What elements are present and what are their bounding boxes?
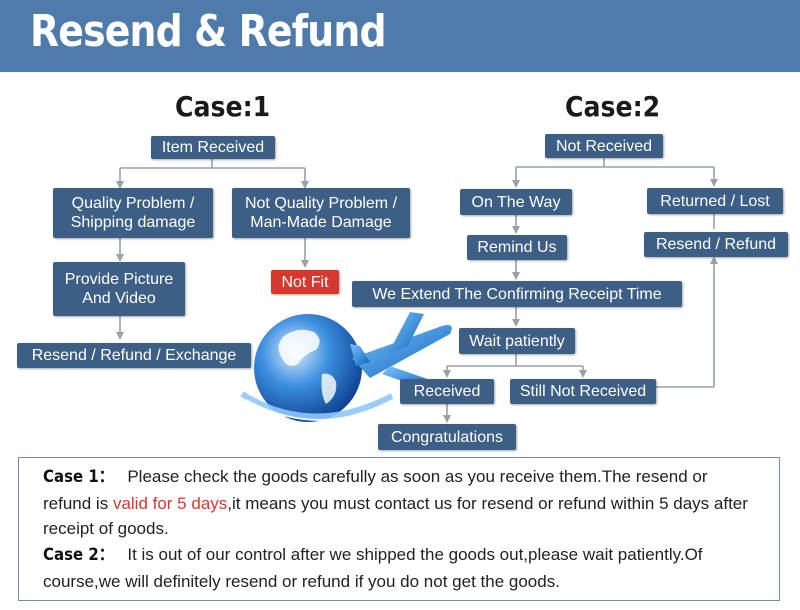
flow-node-resend-refund-exchange: Resend / Refund / Exchange: [17, 343, 251, 368]
flow-node-text: And Video: [82, 290, 156, 307]
flow-node-text: Not Quality Problem /: [244, 195, 398, 212]
flow-node-text: Provide Picture: [64, 271, 174, 288]
case2-heading: Case:2: [565, 90, 661, 123]
flow-node-remind-us: Remind Us: [467, 235, 567, 260]
flow-node-returned-lost: Returned / Lost: [647, 188, 783, 214]
flow-node-congratulations: Congratulations: [378, 424, 516, 450]
case1-note-label: Case 1：: [43, 465, 114, 491]
flow-node-not-fit: Not Fit: [271, 270, 339, 294]
flow-node-not-quality-problem: Not Quality Problem / Man-Made Damage: [232, 188, 410, 238]
case1-heading: Case:1: [175, 90, 271, 123]
flow-node-provide-picture: Provide Picture And Video: [53, 262, 185, 316]
case1-label-sep: ：: [98, 467, 114, 487]
header-banner: Resend & Refund: [0, 0, 800, 72]
page-title: Resend & Refund: [30, 6, 387, 57]
globe-airplane-icon: [240, 312, 452, 422]
flow-node-still-not-received: Still Not Received: [510, 379, 656, 404]
case1-label-text: Case 1: [43, 467, 99, 487]
flow-node-wait-patiently: Wait patiently: [459, 328, 575, 354]
case1-note: Case 1：Please check the goods carefully …: [43, 464, 759, 542]
case1-note-text-b: ,it means you must contact us for resend…: [43, 493, 748, 539]
case1-note-highlight: valid for 5 days: [112, 493, 228, 513]
case2-note-label: Case 2：: [43, 543, 114, 569]
case2-note: Case 2：It is out of our control after we…: [43, 542, 759, 594]
case2-label-sep: ：: [98, 545, 114, 565]
flow-node-text: Quality Problem /: [71, 195, 195, 212]
flow-node-quality-problem: Quality Problem / Shipping damage: [53, 188, 213, 238]
flow-node-on-the-way: On The Way: [460, 189, 572, 215]
flow-node-received: Received: [400, 379, 494, 404]
case2-note-text: It is out of our control after we shippe…: [43, 545, 703, 591]
case1-note-text-a: Please check the goods carefully as soon…: [43, 467, 708, 513]
flow-node-item-received: Item Received: [151, 136, 275, 159]
flow-node-not-received: Not Received: [545, 134, 663, 158]
notes-panel: Case 1：Please check the goods carefully …: [18, 457, 780, 601]
flow-node-resend-refund: Resend / Refund: [644, 232, 788, 257]
case2-label-text: Case 2: [43, 545, 99, 565]
flow-node-text: Shipping damage: [70, 214, 196, 231]
flow-node-text: Man-Made Damage: [250, 214, 392, 231]
flow-node-extend-receipt-time: We Extend The Confirming Receipt Time: [352, 281, 682, 307]
